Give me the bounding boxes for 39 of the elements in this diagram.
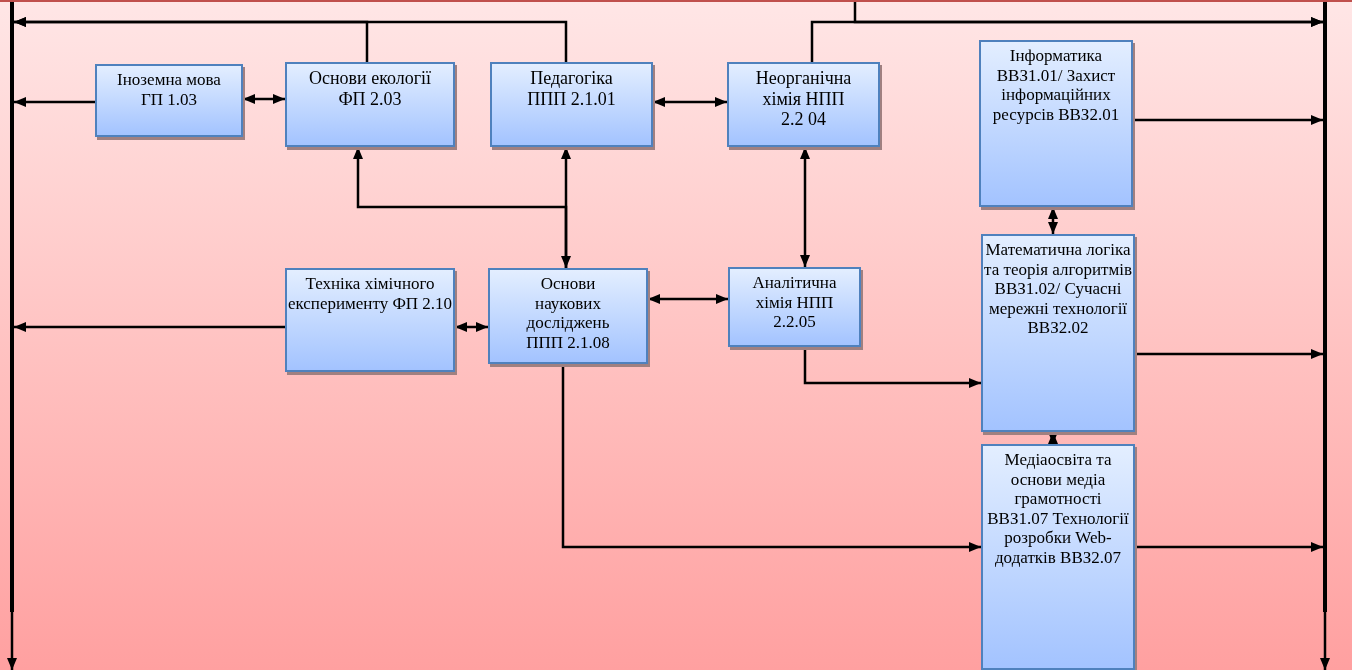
arrow (1135, 349, 1323, 359)
arrow (353, 147, 568, 268)
box-label: Педагогіка ППП 2.1.01 (526, 68, 617, 110)
arrow (1133, 115, 1323, 125)
arrow (1048, 207, 1058, 234)
arrow (1320, 612, 1330, 670)
process-box (285, 268, 455, 372)
process-box (95, 64, 243, 137)
box-label: Іноземна мова ГП 1.03 (116, 70, 222, 110)
arrow (14, 17, 568, 62)
arrow (243, 94, 285, 104)
arrow (14, 322, 285, 332)
arrow (800, 147, 810, 267)
arrow (648, 294, 728, 304)
box-label: Математична логіка та теорія алгоритмів ВВЗ1.02/ Сучасні мережні технології ВВЗ2.02 (983, 240, 1133, 338)
arrow (7, 612, 17, 670)
arrow (1048, 432, 1058, 444)
process-box (488, 268, 648, 364)
process-box (490, 62, 653, 147)
box-label: Медіаосвіта та основи медіа грамотності ВВЗ1.07 Технології розробки Web-додатків ВВЗ2.07 (986, 450, 1130, 568)
process-box (981, 444, 1135, 670)
box-label: Інформатика ВВЗ1.01/ Захист інформаційних ресурсів ВВЗ2.01 (991, 46, 1121, 125)
arrow (455, 322, 488, 332)
process-box (728, 267, 861, 347)
box-label: Аналітична хімія НПП 2.2.05 (751, 273, 838, 332)
process-box (981, 234, 1135, 432)
arrow (853, 2, 1323, 27)
arrow (803, 347, 981, 388)
process-box (979, 40, 1133, 207)
box-label: Основи екології ФП 2.03 (307, 68, 433, 110)
box-label: Неорганічна хімія НПП 2.2 04 (754, 68, 853, 131)
box-label: Основи наукових досліджень ППП 2.1.08 (525, 274, 611, 353)
process-box (285, 62, 455, 147)
process-box (727, 62, 880, 147)
arrow (1135, 542, 1323, 552)
arrow (653, 97, 727, 107)
arrow (561, 364, 981, 552)
box-label: Техніка хімічного експерименту ФП 2.10 (287, 274, 453, 314)
arrow (14, 97, 95, 107)
